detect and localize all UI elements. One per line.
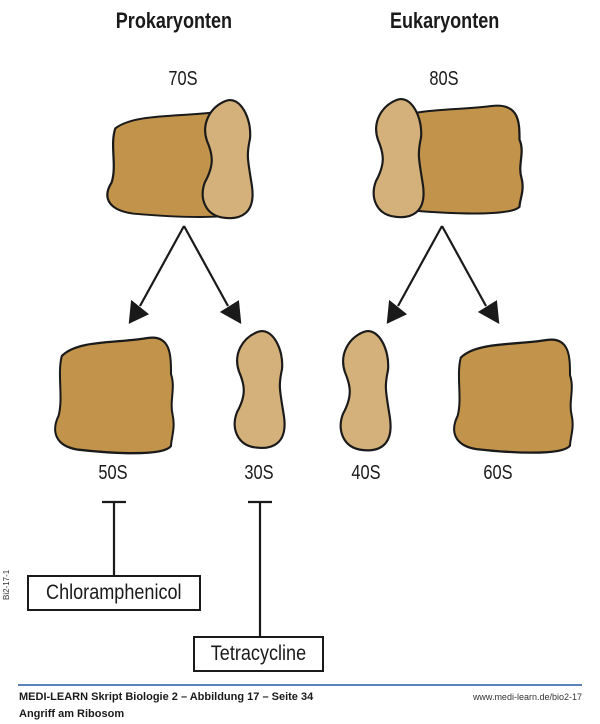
inhibition-line-tetracycline	[248, 500, 272, 637]
label-70s: 70S	[168, 68, 198, 90]
label-50s: 50S	[98, 462, 128, 484]
subunit-40s	[339, 329, 392, 452]
chloramphenicol-label: Chloramphenicol	[46, 581, 182, 604]
label-30s: 30S	[244, 462, 274, 484]
figure-id: Bi2-17-1	[2, 569, 11, 600]
footer-caption: Angriff am Ribosom	[19, 708, 125, 720]
label-80s: 80S	[429, 68, 459, 90]
split-arrows-eukaryote	[386, 225, 500, 324]
footer-url[interactable]: www.medi-learn.de/bio2-17	[472, 692, 582, 702]
split-arrows-prokaryote	[128, 225, 242, 324]
ribosome-80s-small-part	[372, 97, 425, 219]
heading-prokaryotes: Prokaryonten	[115, 8, 233, 33]
box-chloramphenicol: Chloramphenicol	[27, 575, 201, 611]
subunit-50s	[53, 336, 175, 455]
footer-source: MEDI-LEARN Skript Biologie 2 – Abbildung…	[19, 691, 314, 703]
tetracycline-label: Tetracycline	[210, 642, 307, 665]
label-40s: 40S	[351, 462, 381, 484]
heading-eukaryotes: Eukaryonten	[389, 8, 500, 33]
label-60s: 60S	[483, 462, 513, 484]
subunit-60s	[453, 338, 574, 454]
inhibition-line-chloramphenicol	[102, 500, 126, 576]
box-tetracycline: Tetracycline	[193, 636, 324, 672]
footer-rule	[18, 684, 582, 686]
subunit-30s	[233, 329, 286, 450]
